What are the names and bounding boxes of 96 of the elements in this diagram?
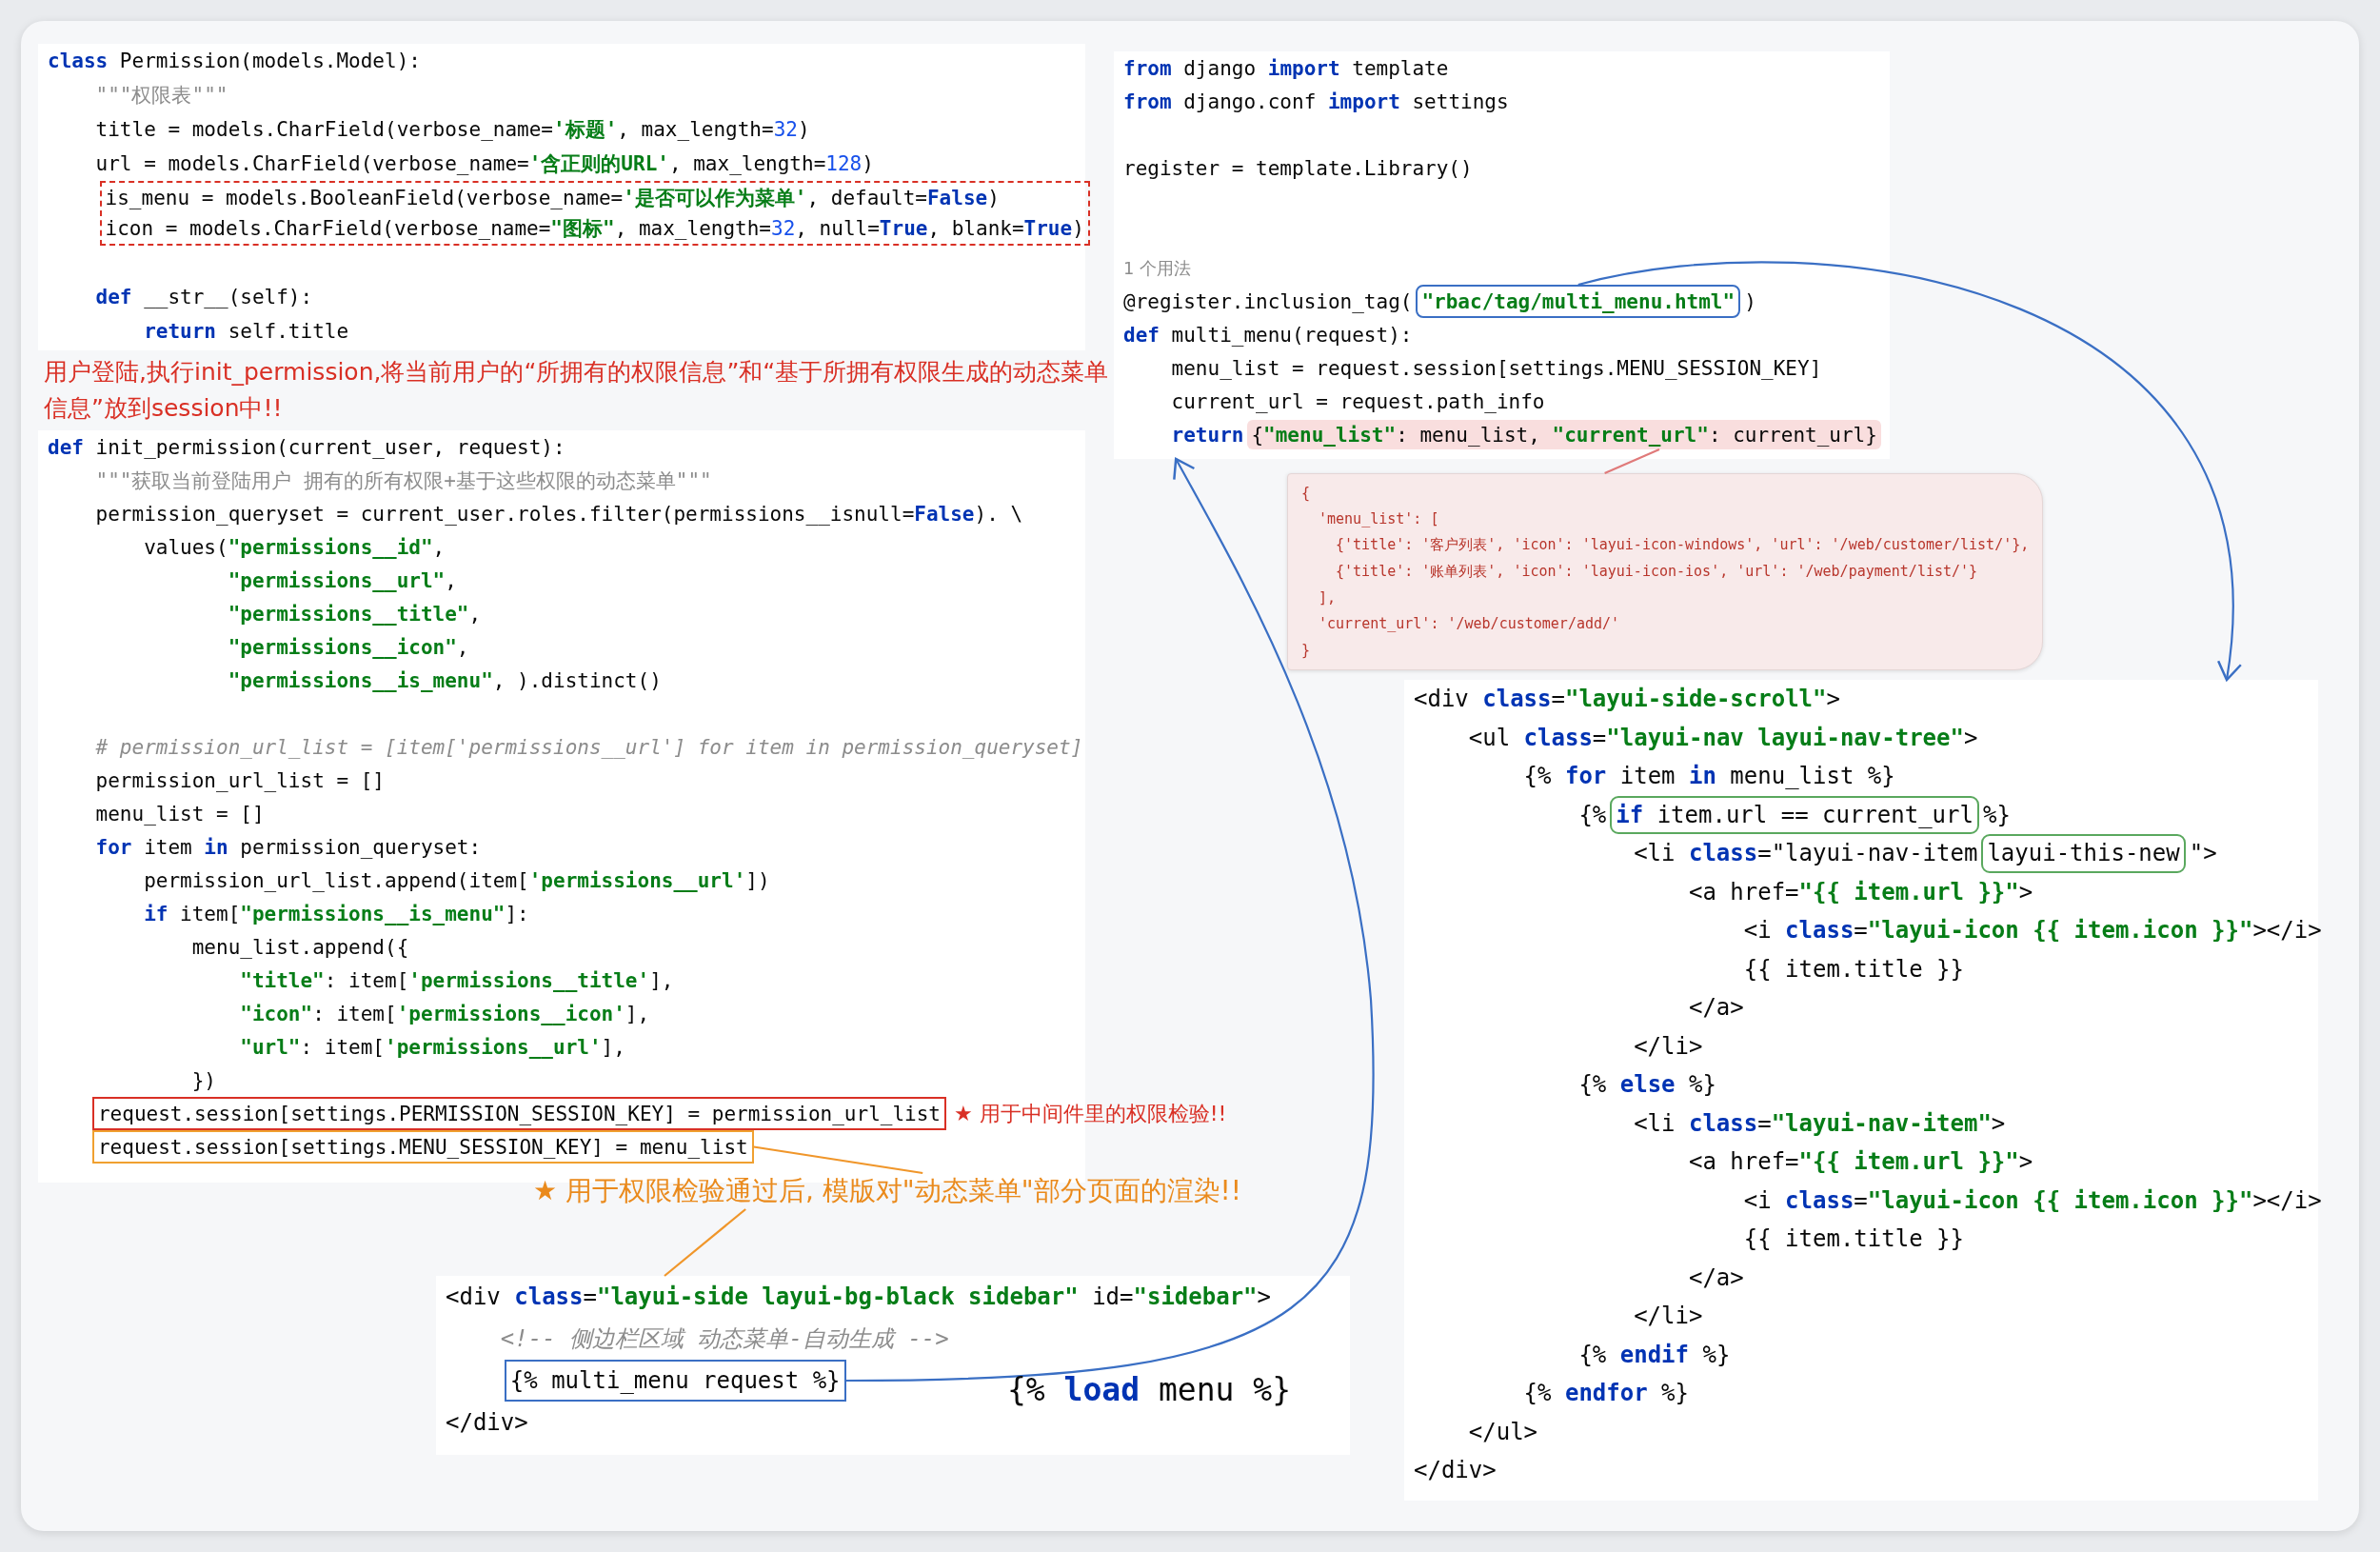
code-line: </li> [1634, 1032, 1703, 1060]
code-line: ], [1319, 588, 1337, 607]
code-line: register = template.Library() [1123, 156, 1473, 180]
code-line: <li class="layui-nav-item"> [1634, 1109, 2006, 1137]
code-line: @register.inclusion_tag( [1123, 289, 1413, 313]
code-line: <ul class="layui-nav layui-nav-tree"> [1468, 724, 1978, 751]
highlight-box [1416, 285, 1741, 318]
leader-line [664, 1208, 746, 1277]
code-line: "icon": item['permissions__icon'], [240, 1002, 650, 1025]
code-line: request.session[settings.MENU_SESSION_KEY] = menu_list [97, 1135, 748, 1159]
code-line: 'menu_list': [ [1319, 510, 1439, 528]
code-line: ) [1744, 289, 1756, 313]
code-line: </a> [1688, 994, 1744, 1022]
code-line: "url": item['permissions__url'], [240, 1035, 625, 1059]
code-line: </div> [1414, 1457, 1497, 1484]
code-line: {"menu_list": menu_list, "current_url": current_url} [1251, 423, 1877, 447]
code-line: menu_list.append({ [191, 935, 409, 959]
code-panel [1114, 51, 1890, 459]
code-line: if item["permissions__is_menu"]: [144, 902, 529, 925]
highlight-box [91, 1130, 754, 1164]
code-line: </a> [1688, 1263, 1744, 1291]
code-line: "permissions__icon", [228, 635, 469, 659]
code-line: def __str__(self): [95, 286, 313, 308]
code-line: return [1171, 423, 1244, 447]
code-line: <i class="layui-icon {{ item.icon }}"></i> [1743, 917, 2322, 945]
code-line: request.session[settings.PERMISSION_SESSION_KEY] = permission_url_list [97, 1102, 941, 1125]
leader-line [1604, 448, 1660, 474]
code-line: {% else %} [1578, 1071, 1716, 1099]
code-line: {% [1578, 801, 1607, 828]
code-line: permission_queryset = current_user.roles.filter(permissions__isnull=False). \ [95, 502, 1023, 526]
highlight-box [1981, 834, 2186, 873]
code-line: menu_list = [] [95, 802, 265, 826]
code-line: {% for item in menu_list %} [1523, 763, 1895, 790]
code-line: for item in permission_queryset: [95, 835, 482, 859]
code-line: "title": item['permissions__title'], [240, 968, 674, 992]
code-line: layui-this-new [1987, 840, 2180, 867]
annotation-note: 用户登陆,执行init_permission,将当前用户的“所拥有的权限信息”和“基于所拥有权限生成的动态菜单信息”放到session中!! [44, 357, 1110, 424]
code-line: "rbac/tag/multi_menu.html" [1421, 289, 1735, 313]
code-line: "> [2189, 840, 2217, 867]
code-line: {% endfor %} [1523, 1380, 1689, 1407]
code-line: title = models.CharField(verbose_name='标题', max_length=32) [95, 117, 810, 143]
code-line: <div class="layui-side-scroll"> [1414, 686, 1840, 713]
code-line: from django.conf import settings [1123, 90, 1509, 113]
code-line: def multi_menu(request): [1123, 323, 1413, 347]
code-line: { [1301, 484, 1311, 502]
code-line: } [1301, 641, 1311, 659]
code-line: %} [1982, 801, 2011, 828]
code-line: def init_permission(current_user, request): [48, 435, 565, 459]
arrow [1577, 261, 2241, 682]
code-panel [436, 1276, 1350, 1455]
code-line: {'title': '账单列表', 'icon': 'layui-icon-ios', 'url': '/web/payment/list/'} [1336, 562, 1978, 581]
code-line: return self.title [144, 320, 349, 343]
highlight-box [91, 1097, 946, 1130]
code-line: </ul> [1468, 1418, 1538, 1445]
code-line: <a href="{{ item.url }}"> [1688, 878, 2033, 905]
dashed-highlight-box [99, 181, 1090, 246]
code-line: """权限表""" [95, 83, 228, 109]
usage-hint: 1 个用法 [1123, 256, 1192, 280]
code-line: {'title': '客户列表', 'icon': 'layui-icon-windows', 'url': '/web/customer/list/'}, [1336, 536, 2030, 555]
arrow [845, 457, 1375, 1383]
code-line: values("permissions__id", [144, 535, 446, 559]
highlight-box [504, 1360, 846, 1402]
code-line: if item.url == current_url [1616, 801, 1973, 828]
code-line: "permissions__url", [228, 568, 457, 592]
code-line: 'current_url': '/web/customer/add/' [1319, 615, 1620, 633]
code-line: from django import template [1123, 56, 1449, 80]
code-line: {% load menu %} [1007, 1371, 1292, 1408]
code-line: {% multi_menu request %} [509, 1367, 841, 1394]
code-line: is_menu = models.BooleanField(verbose_name='是否可以作为菜单', default=False) [105, 186, 1000, 211]
highlight-box [1610, 795, 1979, 834]
data-popup [1287, 473, 2044, 670]
code-line: current_url = request.path_info [1171, 389, 1545, 413]
code-line: """获取当前登陆用户 拥有的所有权限+基于这些权限的动态菜单""" [95, 468, 712, 494]
annotation-note: ★ 用于权限检验通过后, 模版对"动态菜单"部分页面的渲染!! [533, 1173, 1241, 1209]
code-line: menu_list = request.session[settings.MENU_SESSION_KEY] [1171, 356, 1822, 380]
annotation-note: ★ 用于中间件里的权限检验!! [954, 1100, 1227, 1127]
code-line: url = models.CharField(verbose_name='含正则的URL', max_length=128) [95, 151, 874, 177]
code-line: }) [191, 1068, 216, 1092]
leader-line [753, 1145, 923, 1175]
code-line: "permissions__is_menu", ).distinct() [228, 668, 662, 692]
code-line: <div class="layui-side layui-bg-black sidebar" id="sidebar"> [446, 1283, 1271, 1310]
code-line: <li class="layui-nav-item [1634, 840, 1978, 867]
code-line: <a href="{{ item.url }}"> [1688, 1148, 2033, 1176]
code-line: </div> [446, 1409, 528, 1436]
code-line: {{ item.title }} [1743, 1225, 1964, 1253]
code-line: class Permission(models.Model): [48, 50, 421, 72]
code-line: {% endif %} [1578, 1341, 1731, 1368]
code-line: {{ item.title }} [1743, 955, 1964, 983]
code-line: icon = models.CharField(verbose_name="图标", max_length=32, null=True, blank=True) [105, 216, 1084, 242]
code-line: "permissions__title", [228, 602, 482, 626]
code-line: </li> [1634, 1303, 1703, 1330]
code-line: <i class="layui-icon {{ item.icon }}"></i> [1743, 1186, 2322, 1214]
code-line: permission_url_list = [] [95, 768, 385, 792]
code-line: <!-- 侧边栏区域 动态菜单-自动生成 --> [500, 1324, 949, 1354]
code-line: # permission_url_list = [item['permissions__url'] for item in permission_queryset] [95, 735, 1083, 759]
code-line: permission_url_list.append(item['permissions__url']) [144, 868, 770, 892]
